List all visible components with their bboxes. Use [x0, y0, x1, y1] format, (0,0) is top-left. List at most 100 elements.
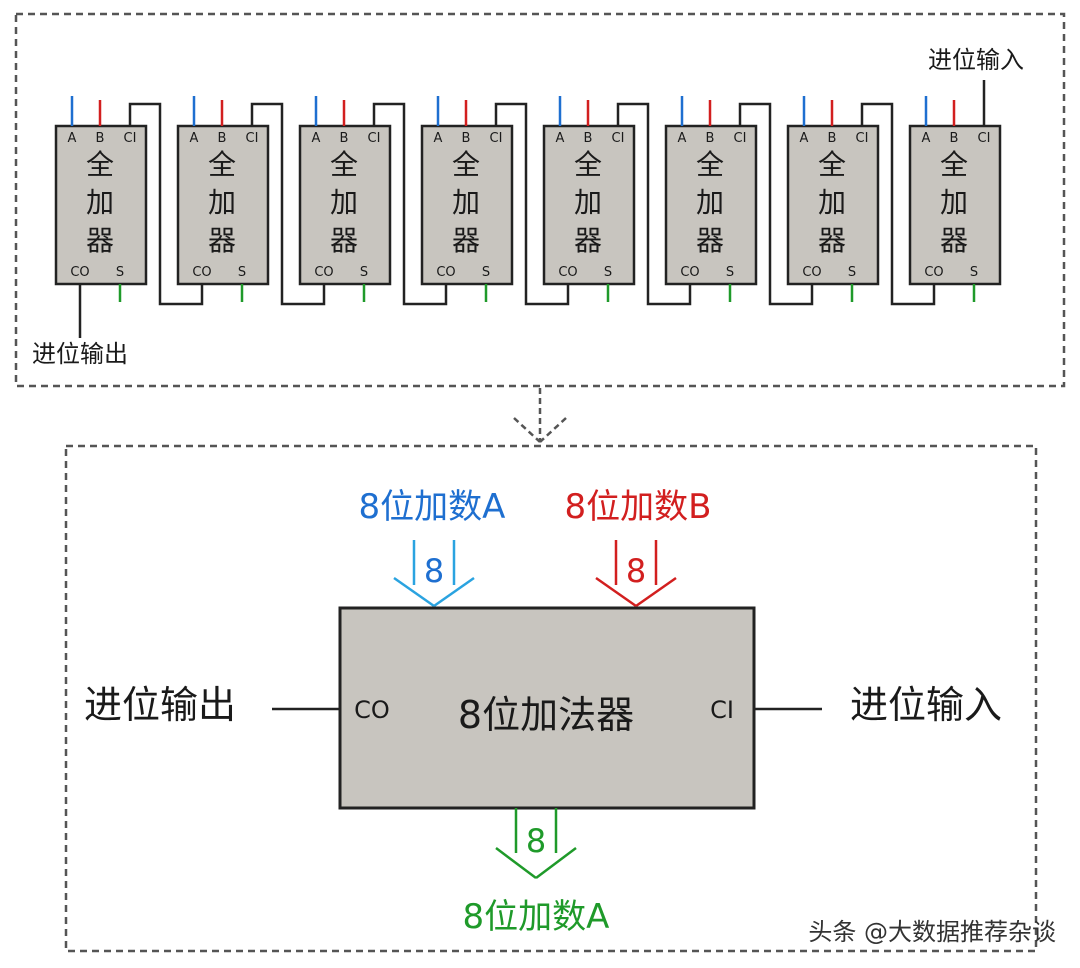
full-adder-body: [420, 124, 514, 286]
full-adder-name-char: 全: [818, 148, 846, 181]
full-adder-name-char: 器: [208, 224, 236, 257]
full-adder: A B CI CO S 全加器: [908, 96, 1002, 302]
full-adder-name-char: 器: [86, 224, 114, 257]
full-adder-name-char: 全: [208, 148, 236, 181]
pin-ci-label: CI: [368, 131, 381, 146]
full-adder: A B CI CO S 全加器: [664, 96, 758, 302]
pin-ci-label: CI: [856, 131, 869, 146]
top-carry-out-label: 进位输出: [32, 340, 128, 368]
full-adder-name-char: 全: [330, 148, 358, 181]
pin-s-label: S: [360, 265, 368, 280]
pin-co-label: CO: [680, 265, 699, 280]
bus-width-out: 8: [526, 822, 546, 860]
pin-s-label: S: [482, 265, 490, 280]
full-adder-name-char: 全: [86, 148, 114, 181]
pin-a-label: A: [190, 131, 199, 146]
full-adder-name-char: 加: [940, 186, 968, 219]
pin-b-label: B: [584, 131, 593, 146]
carry-wire: [128, 102, 204, 306]
pin-co-label: CO: [802, 265, 821, 280]
pin-ci-label: CI: [978, 131, 991, 146]
full-adder-name-char: 器: [696, 224, 724, 257]
pin-ci-label: CI: [734, 131, 747, 146]
full-adder-body: [664, 124, 758, 286]
carry-wire: [738, 102, 814, 306]
block-pin-ci: CI: [710, 696, 734, 724]
full-adder-name-char: 全: [452, 148, 480, 181]
pin-b-label: B: [462, 131, 471, 146]
pin-ci-label: CI: [612, 131, 625, 146]
full-adder-name-char: 加: [86, 186, 114, 219]
pin-s-label: S: [726, 265, 734, 280]
pin-b-label: B: [340, 131, 349, 146]
full-adder-body: [298, 124, 392, 286]
pin-co-label: CO: [436, 265, 455, 280]
pin-co-label: CO: [192, 265, 211, 280]
full-adder-name-char: 加: [574, 186, 602, 219]
pin-a-label: A: [68, 131, 77, 146]
eight-bit-adder-block: [338, 606, 756, 810]
watermark: 头条 @大数据推荐杂谈: [808, 918, 1056, 946]
pin-a-label: A: [312, 131, 321, 146]
full-adder-name-char: 器: [940, 224, 968, 257]
pin-co-label: CO: [70, 265, 89, 280]
carry-wire: [860, 102, 936, 306]
full-adder: A B CI CO S 全加器: [298, 96, 392, 302]
bus-width-a: 8: [424, 552, 444, 590]
merge-arrow: [513, 388, 567, 443]
full-adder-name-char: 全: [696, 148, 724, 181]
pin-a-label: A: [678, 131, 687, 146]
pin-a-label: A: [556, 131, 565, 146]
input-b-label: 8位加数B: [565, 487, 712, 527]
pin-co-label: CO: [924, 265, 943, 280]
output-label: 8位加数A: [463, 897, 610, 937]
full-adder-name-char: 加: [208, 186, 236, 219]
input-a-label: 8位加数A: [359, 487, 506, 527]
full-adder-name-char: 加: [696, 186, 724, 219]
bus-width-b: 8: [626, 552, 646, 590]
bus-arrow-a: [393, 540, 475, 608]
full-adder-name-char: 器: [818, 224, 846, 257]
carry-wires: [78, 80, 986, 338]
eight-bit-adder-label: 8位加法器: [458, 693, 634, 737]
full-adder-name-char: 加: [818, 186, 846, 219]
pin-s-label: S: [848, 265, 856, 280]
pin-ci-label: CI: [246, 131, 259, 146]
carry-wire: [250, 102, 326, 306]
full-adder-name-char: 全: [574, 148, 602, 181]
pin-b-label: B: [96, 131, 105, 146]
full-adder-name-char: 加: [330, 186, 358, 219]
pin-co-label: CO: [558, 265, 577, 280]
pin-s-label: S: [116, 265, 124, 280]
bottom-carry-out-label: 进位输出: [84, 683, 236, 727]
bus-arrow-out: [495, 808, 577, 879]
full-adder-body: [908, 124, 1002, 286]
full-adder-body: [542, 124, 636, 286]
bottom-frame: [64, 444, 1038, 953]
pin-s-label: S: [970, 265, 978, 280]
full-adder-name-char: 器: [330, 224, 358, 257]
carry-wire: [494, 102, 570, 306]
pin-b-label: B: [950, 131, 959, 146]
top-carry-in-label: 进位输入: [928, 46, 1024, 74]
pin-b-label: B: [706, 131, 715, 146]
carry-wire: [372, 102, 448, 306]
pin-ci-label: CI: [490, 131, 503, 146]
pin-b-label: B: [218, 131, 227, 146]
pin-co-label: CO: [314, 265, 333, 280]
pin-a-label: A: [434, 131, 443, 146]
bottom-carry-in-label: 进位输入: [850, 683, 1002, 727]
full-adder: A B CI CO S 全加器: [176, 96, 270, 302]
full-adder-name-char: 器: [452, 224, 480, 257]
full-adder-body: [786, 124, 880, 286]
pin-s-label: S: [238, 265, 246, 280]
full-adder-name-char: 全: [940, 148, 968, 181]
pin-a-label: A: [922, 131, 931, 146]
pin-ci-label: CI: [124, 131, 137, 146]
block-pin-co: CO: [354, 696, 390, 724]
full-adder-body: [54, 124, 148, 286]
